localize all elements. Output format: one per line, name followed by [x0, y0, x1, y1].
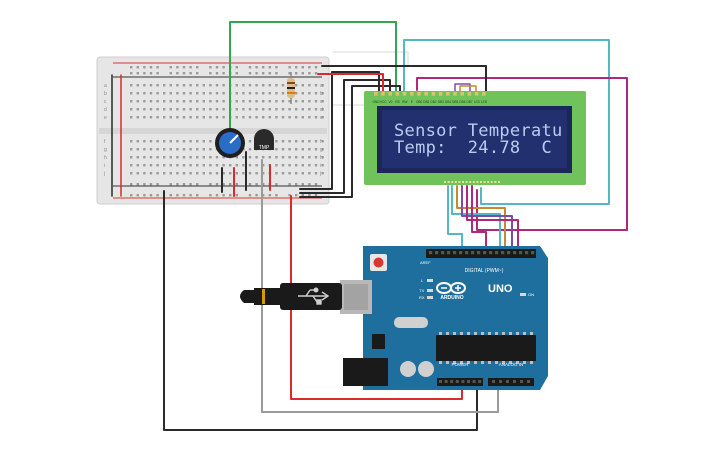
lcd-pin: [453, 92, 457, 96]
lcd-pin: [402, 92, 407, 96]
row-letter: j: [103, 171, 105, 177]
row-letter: g: [104, 147, 107, 153]
row-letter: c: [320, 99, 323, 105]
row-letter: a: [320, 83, 323, 89]
lcd-pin-label: DB0: [416, 100, 422, 104]
lcd-pin-label: DB1: [423, 100, 429, 104]
row-letter: f: [104, 139, 106, 145]
row-letter: i: [104, 163, 105, 169]
digital-header: [426, 249, 536, 258]
row-letter: d: [320, 107, 323, 113]
sensor-label: TMP: [259, 145, 270, 151]
lcd-pin: [431, 92, 436, 96]
lcd-pin-label: DB2: [430, 100, 436, 104]
row-letter: j: [319, 171, 321, 177]
lcd-pin: [474, 92, 479, 96]
digital-header-pins: [429, 251, 535, 255]
lcd-line-1: Sensor Temperatu: [394, 121, 563, 141]
lcd-pin-label: DB7: [466, 100, 472, 104]
power-header-label: POWER: [451, 362, 469, 367]
led-on-label: ON: [528, 292, 534, 297]
lcd-pin: [446, 92, 450, 96]
lcd-pin-label: GND: [372, 100, 380, 104]
lcd-pin: [438, 92, 443, 96]
usb-icon: [298, 287, 330, 305]
row-letter: e: [104, 115, 107, 121]
icsp-header: [372, 334, 385, 349]
lcd-pin: [388, 92, 392, 96]
row-letter: b: [320, 91, 323, 97]
lcd-pin-label: VCC: [380, 100, 387, 104]
lcd-pin: [381, 92, 385, 96]
digital-header-label: DIGITAL (PWM~): [465, 268, 504, 274]
analog-header-label: ANALOG IN: [499, 362, 524, 367]
aref-label: AREF: [420, 260, 431, 265]
row-letter: c: [104, 99, 107, 105]
row-letter: h: [320, 155, 323, 161]
lcd-pin: [410, 92, 414, 96]
lcd-bottom-holes: [444, 181, 500, 183]
lcd-pin: [460, 92, 464, 96]
lcd-pin: [424, 92, 428, 96]
crystal: [394, 317, 428, 328]
capacitor: [400, 361, 416, 377]
capacitor: [418, 361, 434, 377]
row-letter: f: [320, 139, 322, 145]
microcontroller-chip: [436, 335, 536, 361]
lcd-pin: [482, 92, 486, 96]
lcd-pin: [374, 92, 378, 96]
led-rx-label: RX: [419, 295, 425, 300]
lcd-pin-label: DB3: [438, 100, 444, 104]
temperature-sensor[interactable]: TMP: [254, 129, 274, 151]
lcd-pin-label: V0: [388, 100, 392, 104]
lcd-line-2: Temp: 24.78 C: [394, 138, 552, 158]
lcd-pin-label: E: [411, 100, 413, 104]
led-l-label: L: [421, 278, 424, 283]
row-letter: i: [320, 163, 321, 169]
lcd-pin-label: RW: [402, 100, 407, 104]
power-header: [437, 378, 483, 386]
potentiometer[interactable]: [215, 128, 245, 158]
resistor: [287, 72, 295, 104]
lcd-pin-label: RS: [395, 100, 399, 104]
led-tx-label: TX: [419, 288, 424, 293]
row-letter: e: [320, 115, 323, 121]
row-letter: g: [320, 147, 323, 153]
arduino-logo-icon: [436, 282, 466, 294]
row-letter: h: [104, 155, 107, 161]
usb-cable: [240, 283, 342, 310]
lcd-pin: [467, 92, 472, 96]
arduino-brand: ARDUINO: [440, 295, 463, 301]
lcd-pin-label: LED: [481, 100, 488, 104]
arduino-uno: DIGITAL (PWM~) AREF UNO ARDUINO L TX RX …: [340, 246, 548, 390]
lcd-pin-label: DB5: [452, 100, 458, 104]
lcd-pin-label: LED: [474, 100, 481, 104]
power-jack: [343, 358, 388, 386]
row-letter: d: [104, 107, 107, 113]
row-letter: a: [104, 83, 107, 89]
arduino-model: UNO: [488, 283, 513, 295]
lcd-pin-label: DB4: [445, 100, 451, 104]
analog-header: [488, 378, 534, 386]
lcd-pin: [395, 92, 400, 96]
lcd-pin: [417, 92, 421, 96]
lcd-pin-label: DB6: [459, 100, 465, 104]
row-letter: b: [104, 91, 107, 97]
